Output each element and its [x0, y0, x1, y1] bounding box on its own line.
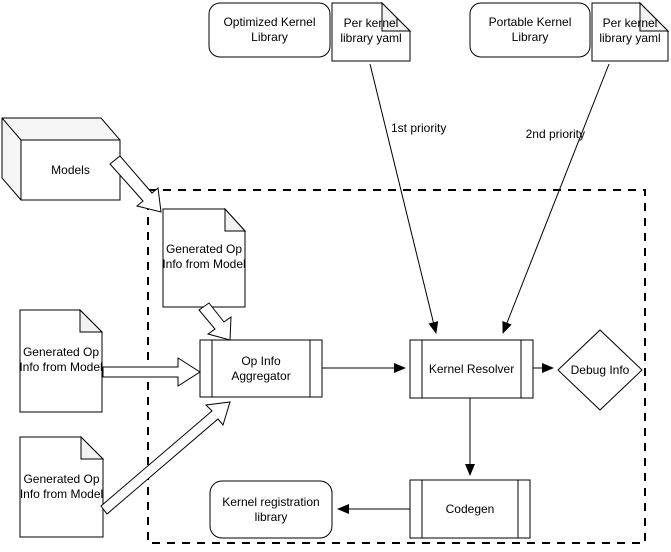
folded-corner — [639, 1, 670, 32]
node-portable-kernel-library — [469, 2, 591, 58]
node-per-kernel-yaml-portable — [591, 1, 670, 62]
node-kernel-registration-library — [209, 480, 333, 539]
edge-yaml-portable-to-kernel-resolver — [502, 63, 610, 334]
folded-corner — [224, 207, 247, 232]
folded-corner — [79, 308, 104, 333]
edge-yaml-optimized-to-kernel-resolver — [369, 63, 439, 334]
node-debug-info-diamond — [557, 329, 643, 411]
node-generated-op-info-mid — [19, 308, 104, 413]
folded-corner — [80, 435, 105, 460]
node-per-kernel-yaml-optimized — [331, 1, 412, 62]
node-models-cube — [1, 117, 121, 201]
node-optimized-kernel-library — [208, 2, 331, 58]
node-generated-op-info-bottom — [19, 435, 105, 538]
block-arrow-op-info-doc-to-aggregator — [198, 302, 232, 341]
system-boundary-dashed-box — [147, 189, 646, 544]
block-arrow-mid-doc-to-aggregator — [102, 357, 201, 387]
node-kernel-resolver — [409, 339, 534, 399]
node-op-info-aggregator — [199, 339, 323, 398]
node-codegen — [409, 479, 531, 539]
folded-corner — [381, 1, 412, 32]
block-arrow-bottom-doc-to-aggregator — [100, 401, 231, 515]
block-arrow-models-to-op-info-doc — [109, 155, 162, 213]
node-generated-op-info-top — [162, 207, 247, 308]
